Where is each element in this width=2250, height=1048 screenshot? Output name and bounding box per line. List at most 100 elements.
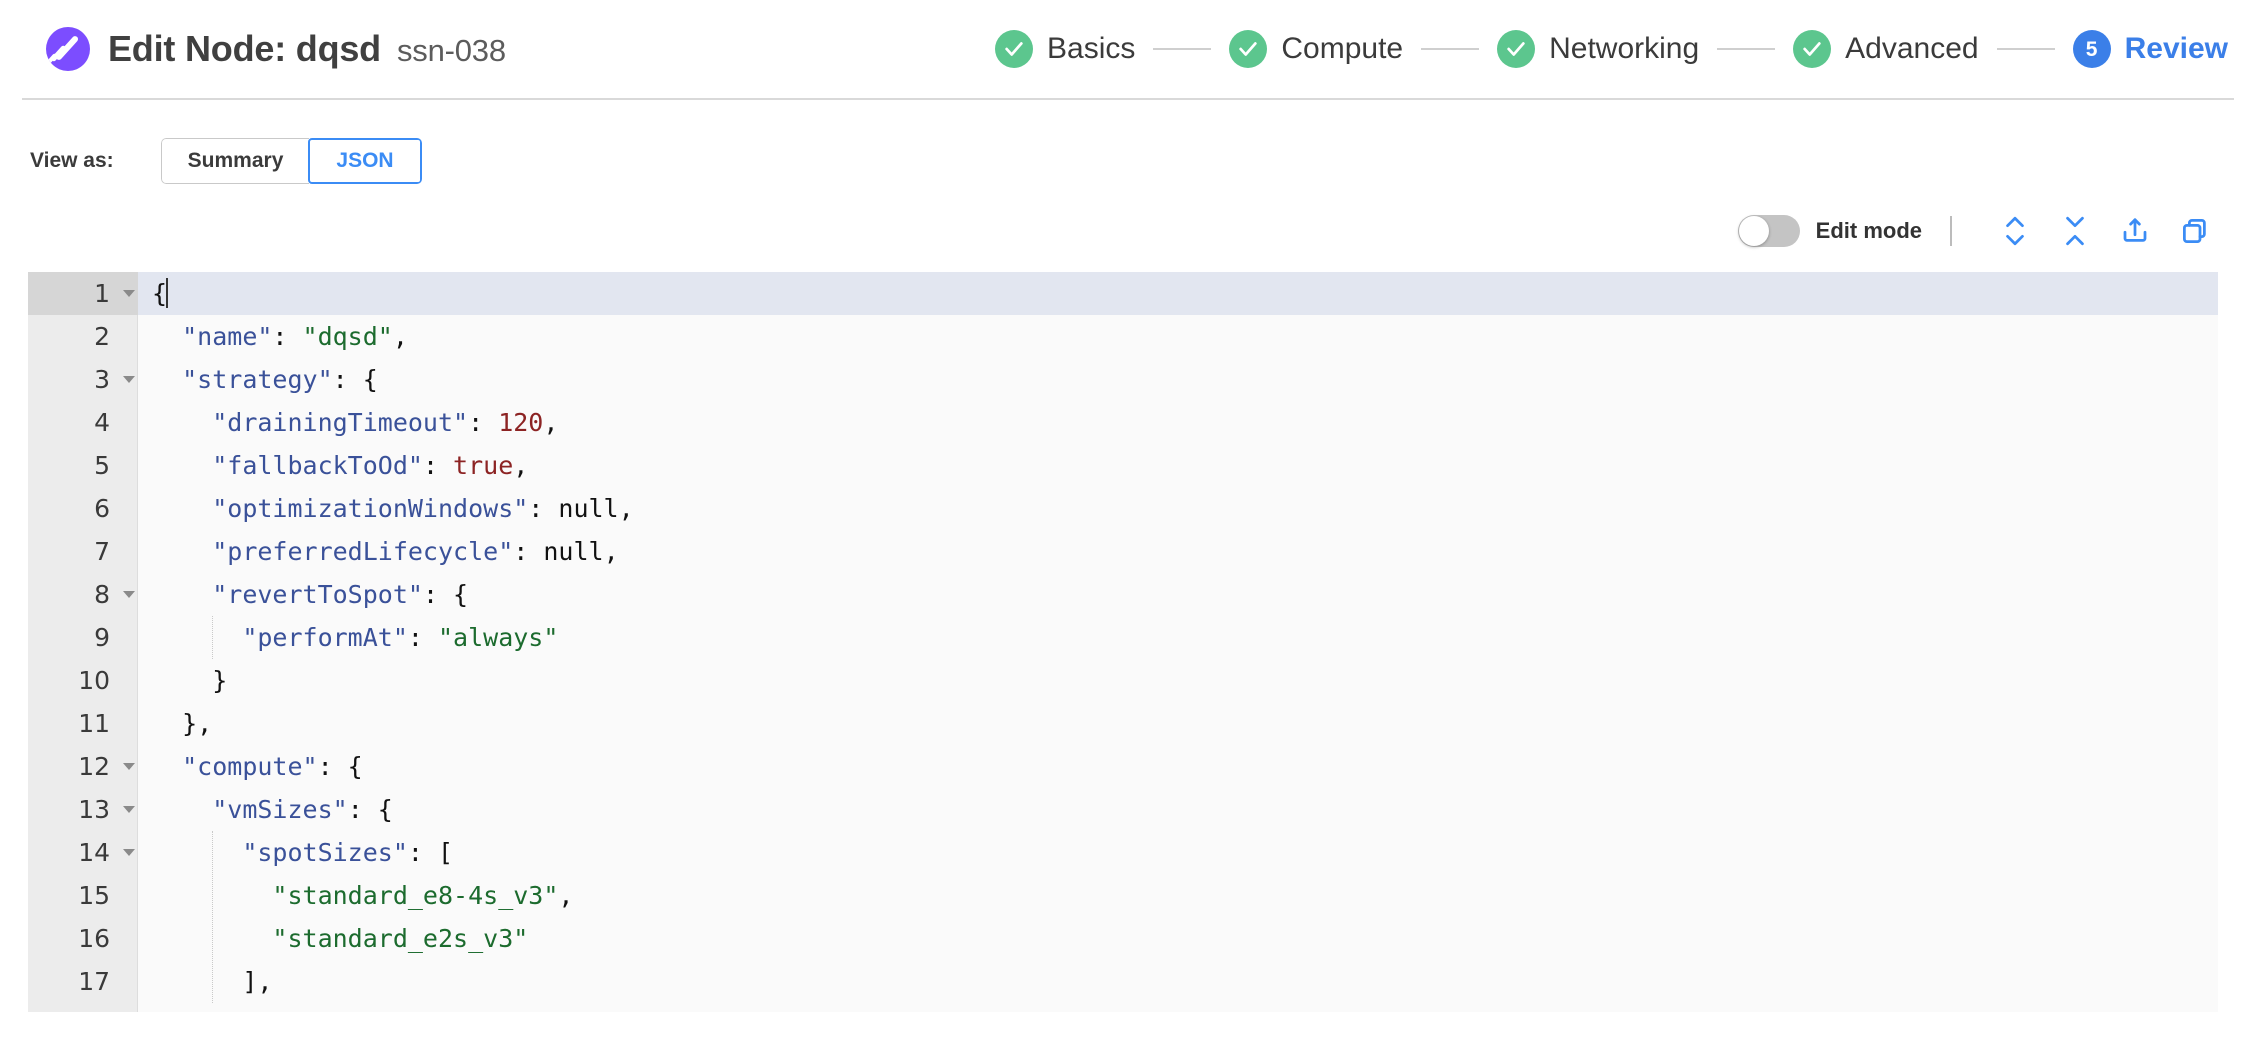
indent-guide [212,831,214,1003]
fold-caret-icon[interactable] [123,290,135,297]
indent-guide [212,616,214,659]
code-line[interactable]: 9 "performAt": "always" [28,616,2218,659]
code-line-text: "revertToSpot": { [212,580,469,609]
code-line[interactable]: 2 "name": "dqsd", [28,315,2218,358]
step-basics-check-icon [995,30,1034,68]
step-review[interactable]: 5 Review [2072,30,2228,68]
code-line-text: "fallbackToOd": true, [212,451,529,480]
line-number: 16 [78,924,110,953]
code-line[interactable]: 5 "fallbackToOd": true, [28,444,2218,487]
code-line[interactable]: 4 "drainingTimeout": 120, [28,401,2218,444]
toolbar-divider [1950,216,1952,246]
edit-mode-toggle-knob [1738,216,1769,246]
edit-mode-toggle[interactable] [1737,215,1800,247]
line-number: 15 [78,881,110,910]
code-line[interactable]: 10 } [28,659,2218,702]
view-as-json-button[interactable]: JSON [308,138,422,184]
line-number: 1 [28,272,138,315]
fold-caret-icon[interactable] [123,376,135,383]
fold-caret-icon[interactable] [123,591,135,598]
step-networking-label: Networking [1549,32,1700,65]
step-connector [1717,48,1776,50]
step-networking-check-icon [1497,30,1536,68]
code-line[interactable]: 8 "revertToSpot": { [28,573,2218,616]
line-number: 10 [78,666,110,695]
code-line-text: "vmSizes": { [212,795,393,824]
line-number-gutter [28,272,138,1012]
line-number: 7 [94,537,110,566]
code-line[interactable]: 12 "compute": { [28,745,2218,788]
step-basics[interactable]: Basics [995,30,1135,68]
view-as-segmented-control: Summary JSON [160,138,422,184]
code-line-text: "drainingTimeout": 120, [212,408,559,437]
code-line-text: "standard_e2s_v3" [272,924,529,953]
code-line[interactable]: 11 }, [28,702,2218,745]
code-line[interactable]: 1{ [28,272,2218,315]
line-number: 4 [94,408,110,437]
step-connector [1996,48,2055,50]
wizard-stepper: Basics Compute Networking Advanced [995,30,2234,68]
step-advanced[interactable]: Advanced [1793,30,1979,68]
step-compute-check-icon [1229,30,1268,68]
line-number: 8 [28,573,138,616]
view-as-label: View as: [30,149,114,172]
code-line-text: }, [182,709,213,738]
share-export-icon[interactable] [2112,212,2158,250]
code-line[interactable]: 14 "spotSizes": [ [28,831,2218,874]
step-review-label: Review [2124,32,2228,65]
collapse-all-icon[interactable] [2052,212,2098,250]
spot-logo-icon [46,27,90,71]
fold-caret-icon[interactable] [123,763,135,770]
page-title: Edit Node: dqsd ssn-038 [108,28,506,70]
code-line-text: "name": "dqsd", [182,322,408,351]
code-line[interactable]: 15 "standard_e8-4s_v3", [28,874,2218,917]
expand-all-icon[interactable] [1992,212,2038,250]
step-compute[interactable]: Compute [1229,30,1403,68]
line-number: 9 [94,623,110,652]
code-line-text: "strategy": { [182,365,378,394]
code-line-text: "performAt": "always" [242,623,559,652]
step-advanced-label: Advanced [1845,32,1979,65]
step-networking[interactable]: Networking [1497,30,1699,68]
editor-toolbar: Edit mode [0,184,2250,250]
code-line-text: "optimizationWindows": null, [212,494,634,523]
code-line-text: ], [242,967,273,996]
view-as-row: View as: Summary JSON [0,100,2250,184]
step-basics-label: Basics [1047,32,1136,65]
step-connector [1421,48,1480,50]
code-line[interactable]: 3 "strategy": { [28,358,2218,401]
step-review-number-badge: 5 [2072,30,2111,68]
line-number: 13 [28,788,138,831]
line-number: 12 [28,745,138,788]
line-number: 14 [28,831,138,874]
line-number: 3 [28,358,138,401]
code-line-text: "standard_e8-4s_v3", [272,881,574,910]
code-line[interactable]: 16 "standard_e2s_v3" [28,917,2218,960]
copy-icon[interactable] [2172,212,2218,250]
line-number: 5 [94,451,110,480]
page-title-main: Edit Node: dqsd [108,28,381,69]
line-number: 2 [94,322,110,351]
fold-caret-icon[interactable] [123,806,135,813]
step-review-number: 5 [2085,37,2098,61]
line-number: 11 [78,709,110,738]
page-title-subtitle: ssn-038 [396,33,506,68]
line-number: 6 [94,494,110,523]
code-line[interactable]: 17 ], [28,960,2218,1003]
code-line-text: "spotSizes": [ [242,838,454,867]
code-line-text: } [212,666,228,695]
code-line[interactable]: 7 "preferredLifecycle": null, [28,530,2218,573]
code-content[interactable]: 1{2 "name": "dqsd",3 "strategy": {4 "dra… [28,272,2218,1003]
edit-mode-label: Edit mode [1815,218,1922,243]
text-cursor [166,278,169,308]
step-compute-label: Compute [1281,32,1404,65]
fold-caret-icon[interactable] [123,849,135,856]
code-line-text: "compute": { [182,752,363,781]
code-line[interactable]: 6 "optimizationWindows": null, [28,487,2218,530]
step-connector [1153,48,1212,50]
code-line-text: { [152,278,169,308]
step-advanced-check-icon [1793,30,1832,68]
code-line[interactable]: 13 "vmSizes": { [28,788,2218,831]
view-as-summary-button[interactable]: Summary [160,138,310,184]
json-code-editor[interactable]: 1{2 "name": "dqsd",3 "strategy": {4 "dra… [28,272,2218,1012]
